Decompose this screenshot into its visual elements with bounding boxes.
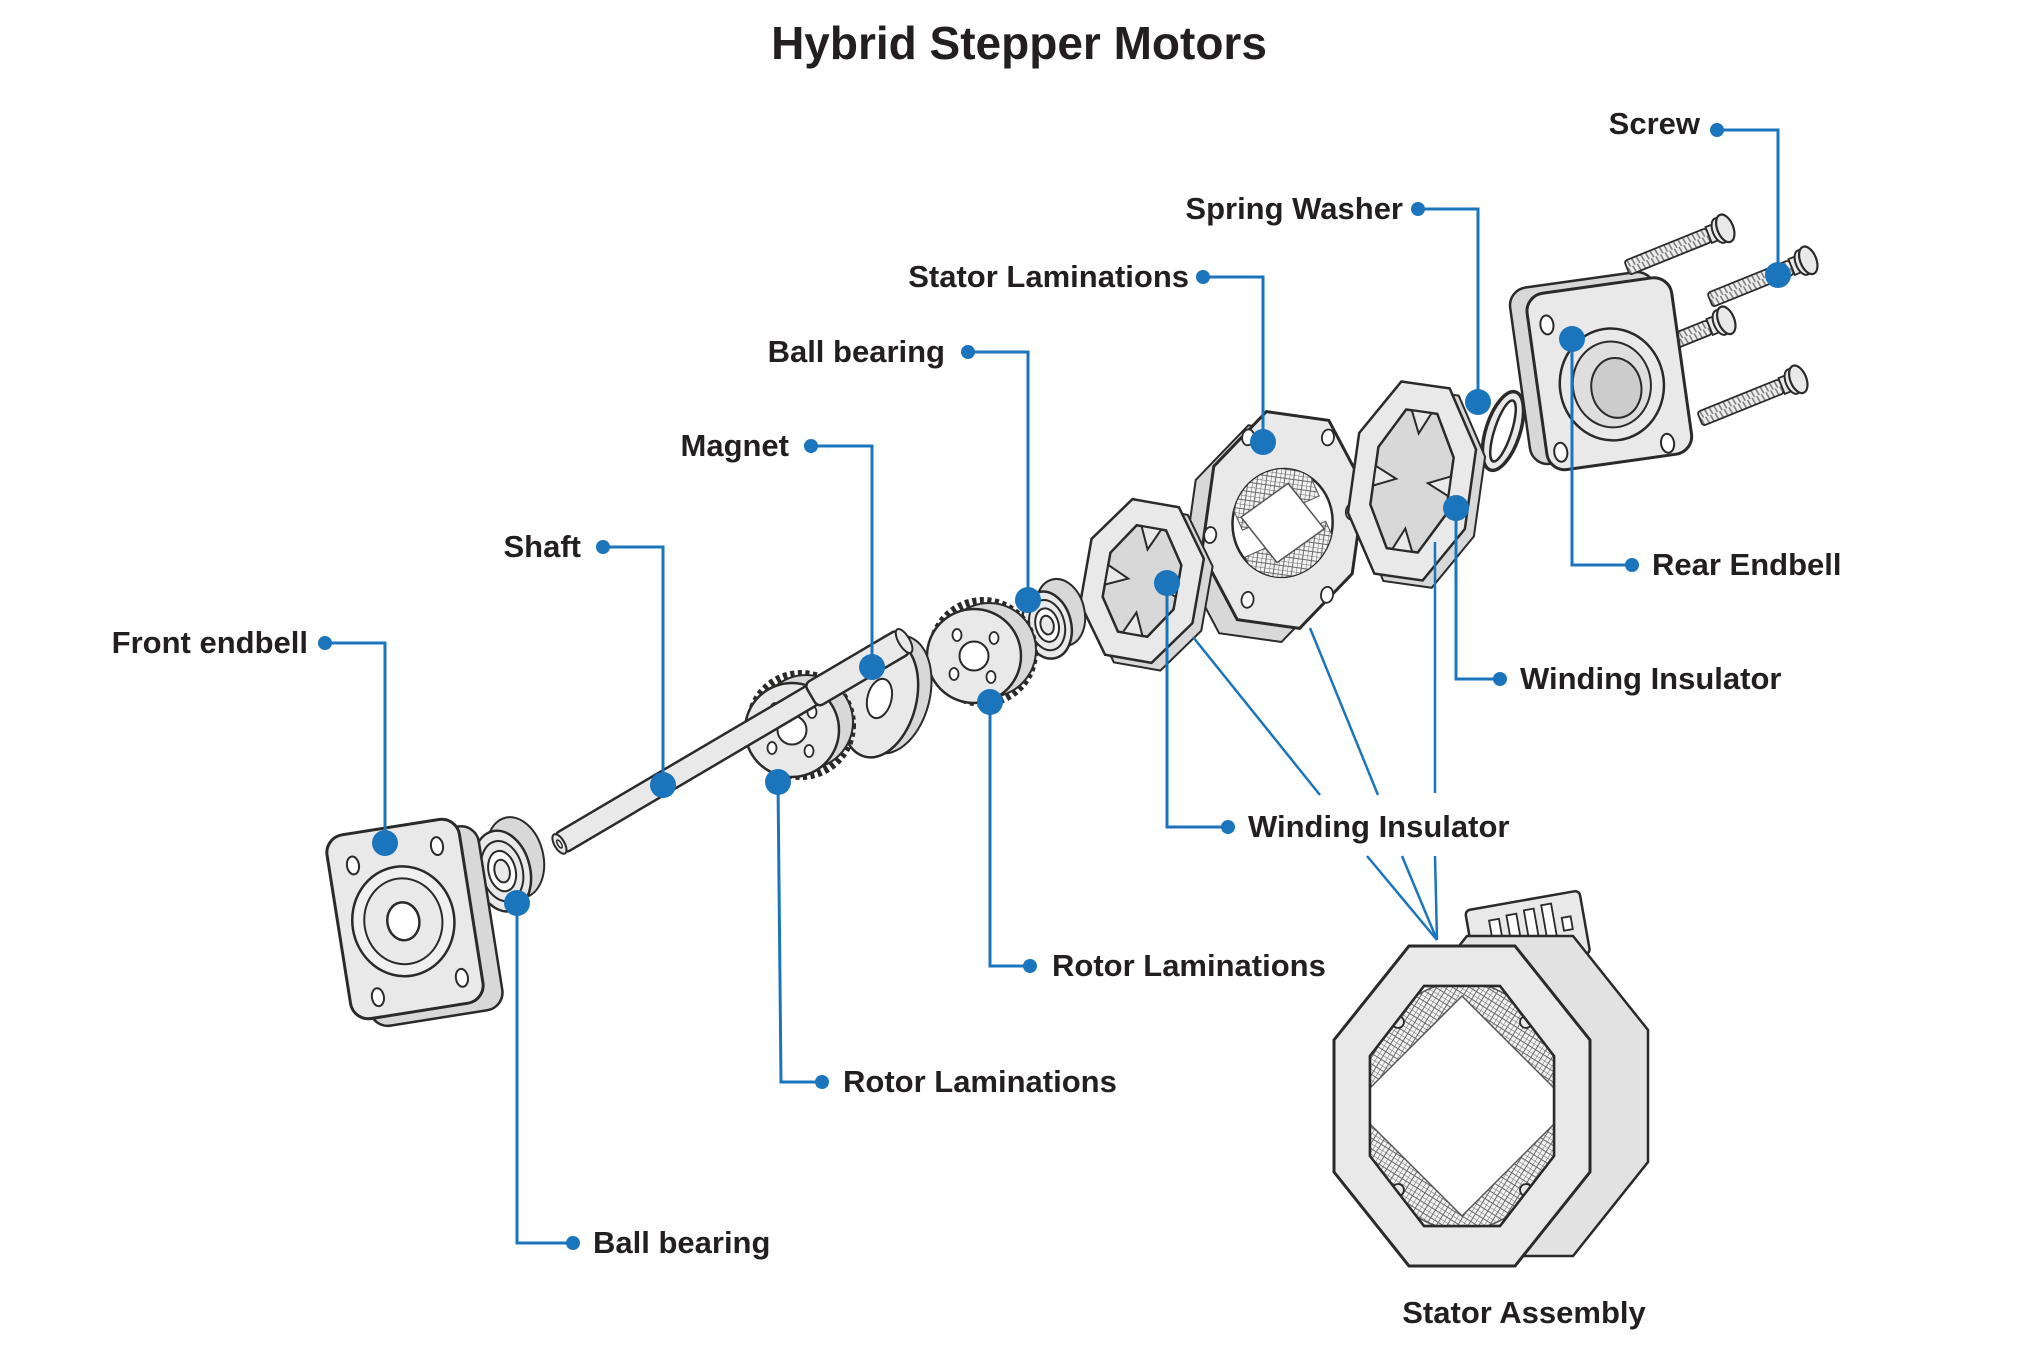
- screw-1: [1620, 210, 1740, 283]
- leader-lines: [325, 128, 1780, 1245]
- label-magnet: Magnet: [680, 428, 790, 463]
- leader-dots: [318, 123, 1791, 1250]
- screw-4: [1693, 361, 1813, 434]
- screw-2: [1703, 242, 1823, 315]
- leader-stator-laminations: [1203, 275, 1265, 442]
- leader-winding-insulator-center: [1165, 583, 1228, 829]
- leader-magnet: [811, 444, 874, 667]
- label-rotor-laminations-center: Rotor Laminations: [1052, 948, 1326, 983]
- label-front-endbell: Front endbell: [111, 625, 308, 660]
- leader-rear-endbell: [1570, 339, 1632, 567]
- label-shaft: Shaft: [503, 529, 582, 564]
- winding-insulator-rear-part: [1346, 380, 1487, 589]
- label-spring-washer: Spring Washer: [1185, 191, 1403, 226]
- label-winding-insulator-center: Winding Insulator: [1248, 809, 1510, 844]
- leader-shaft: [603, 545, 665, 785]
- page-title: Hybrid Stepper Motors: [771, 17, 1267, 69]
- label-ball-bearing-top: Ball bearing: [767, 334, 945, 369]
- rear-endbell-part: [1508, 270, 1694, 472]
- rotor-laminations-rear-part: [925, 597, 1038, 707]
- label-rotor-laminations-left: Rotor Laminations: [843, 1064, 1117, 1099]
- leader-front-endbell: [325, 641, 387, 843]
- label-screw: Screw: [1608, 106, 1700, 141]
- assembly-fan-lines: [1192, 542, 1439, 941]
- label-stator-laminations: Stator Laminations: [908, 259, 1189, 294]
- label-winding-insulator-right: Winding Insulator: [1520, 661, 1782, 696]
- leader-spring-washer: [1418, 207, 1480, 402]
- ball-bearing-front-part: [471, 816, 546, 913]
- label-stator-assembly: Stator Assembly: [1402, 1295, 1646, 1330]
- leader-ball-bearing-bottom: [515, 903, 573, 1245]
- front-endbell-part: [325, 817, 504, 1028]
- leader-rotor-laminations-center: [988, 702, 1030, 968]
- stator-laminations-part: [1182, 410, 1366, 644]
- label-ball-bearing-bottom: Ball bearing: [593, 1225, 771, 1260]
- leader-screw: [1717, 128, 1780, 275]
- leader-ball-bearing-top: [968, 350, 1030, 600]
- label-rear-endbell: Rear Endbell: [1652, 547, 1842, 582]
- leader-winding-insulator-right: [1454, 508, 1500, 681]
- shaft-part: [551, 627, 914, 855]
- leader-rotor-laminations-left: [776, 781, 822, 1084]
- spring-washer-part: [1480, 389, 1526, 473]
- stator-assembly-part: [1332, 889, 1650, 1268]
